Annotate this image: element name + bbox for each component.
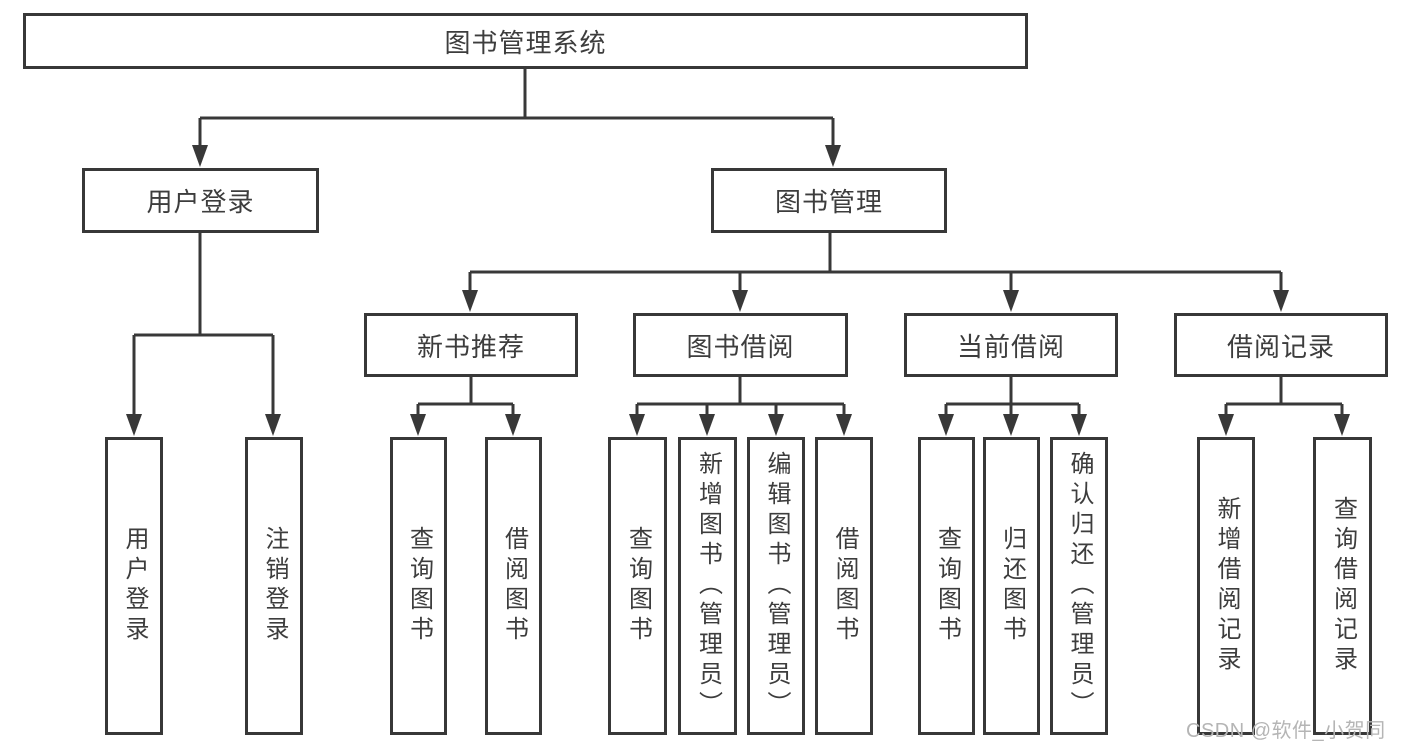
leaf-query-borrow-record: 查询借阅记录 <box>1313 437 1372 735</box>
leaf-borrow-books-2: 借阅图书 <box>815 437 873 735</box>
arrowheads <box>126 145 1350 436</box>
leaf-confirm-return-admin: 确认归还（管理员） <box>1050 437 1108 735</box>
leaf-return-books: 归还图书 <box>983 437 1040 735</box>
node-book-management: 图书管理 <box>711 168 947 233</box>
node-user-login-group: 用户登录 <box>82 168 319 233</box>
leaf-borrow-books: 借阅图书 <box>485 437 542 735</box>
leaf-edit-book-admin: 编辑图书（管理员） <box>747 437 805 735</box>
node-book-borrowing: 图书借阅 <box>633 313 848 377</box>
node-new-book-recommendation: 新书推荐 <box>364 313 578 377</box>
leaf-add-borrow-record: 新增借阅记录 <box>1197 437 1255 735</box>
leaf-query-books-2: 查询图书 <box>608 437 667 735</box>
leaf-query-books: 查询图书 <box>390 437 447 735</box>
leaf-query-books-3: 查询图书 <box>918 437 975 735</box>
leaf-user-login: 用户登录 <box>105 437 163 735</box>
node-borrowing-records: 借阅记录 <box>1174 313 1388 377</box>
node-current-borrowing: 当前借阅 <box>904 313 1118 377</box>
leaf-add-book-admin: 新增图书（管理员） <box>678 437 737 735</box>
watermark-csdn: CSDN @软件_小贺同学 <box>1186 720 1386 742</box>
leaf-logout: 注销登录 <box>245 437 303 735</box>
node-library-management-system: 图书管理系统 <box>23 13 1028 69</box>
